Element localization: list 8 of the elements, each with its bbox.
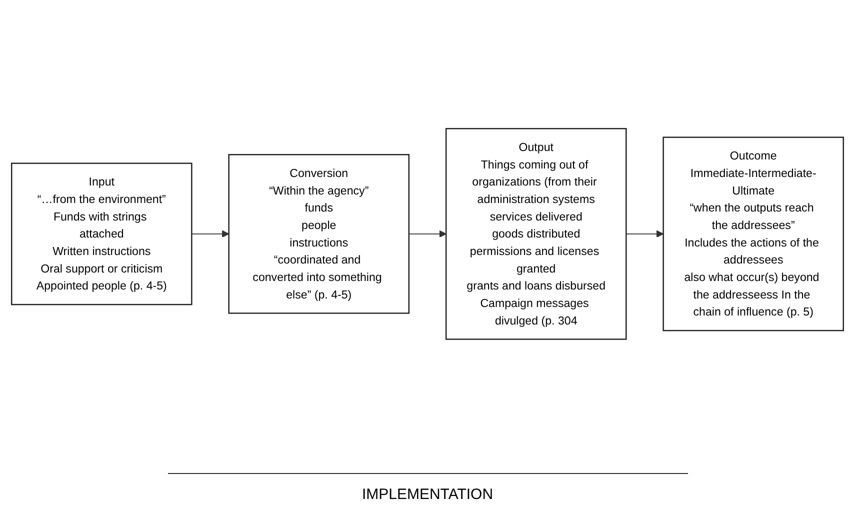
node-box: Conversion “Within the agency” funds people instructions “coordinated and converted into something else” (p. 4-5) xyxy=(228,154,410,314)
arrow xyxy=(626,230,664,238)
arrow xyxy=(191,230,230,238)
node-box: Outcome Immediate-Intermediate-Ultimate “when the outputs reach the addressees” Includes the actions of the addressees also what occur(s) beyond the addresseess In the chain of influence (p. 5) xyxy=(662,136,844,331)
arrow xyxy=(408,230,446,238)
node-box: Input “…from the environment” Funds with strings attached Written instructions Oral support or criticism Appointed people (p. 4-5) xyxy=(11,162,192,305)
node-box: Output Things coming out of organizations (from their administration systems services delivered goods distributed permissions and licenses granted grants and loans disbursed Campaign messages divulged (p. 304 xyxy=(445,128,627,340)
caption: IMPLEMENTATION xyxy=(362,486,494,503)
